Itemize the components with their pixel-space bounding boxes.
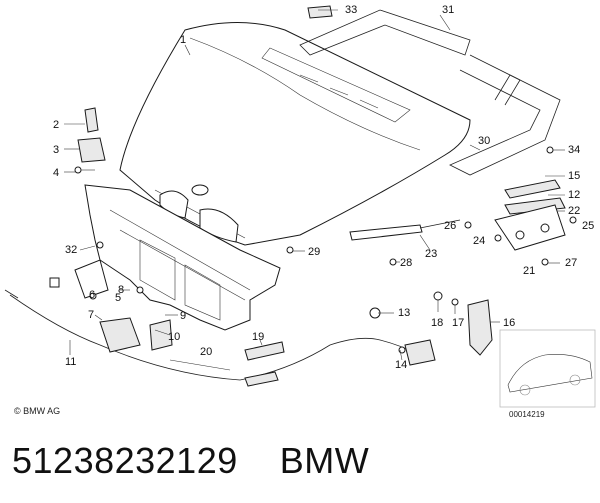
callout-29: 29: [308, 246, 320, 258]
callout-1: 1: [180, 34, 186, 46]
part-caption: 51238232129 BMW: [12, 440, 369, 482]
hinge-parts: [494, 179, 566, 251]
clip-part-33: [307, 5, 333, 19]
callout-30: 30: [478, 135, 490, 147]
callout-22: 22: [568, 205, 580, 217]
reference-code: 00014219: [509, 410, 545, 419]
lock-part-7: [49, 259, 173, 353]
callout-33: 33: [345, 4, 357, 16]
bolt-parts-17-18: [433, 291, 459, 314]
lock-parts-13-14: [369, 307, 436, 366]
callout-2: 2: [53, 119, 59, 131]
release-cable-part: [4, 289, 421, 387]
callout-32: 32: [65, 244, 77, 256]
callout-23: 23: [425, 248, 437, 260]
callout-19: 19: [252, 331, 264, 343]
small-screws: [89, 146, 577, 300]
vehicle-inset: [499, 329, 596, 408]
callout-7: 7: [88, 309, 94, 321]
callout-34: 34: [568, 144, 580, 156]
callout-4: 4: [53, 167, 59, 179]
hood-part: [119, 22, 471, 246]
callout-24: 24: [473, 235, 485, 247]
callout-14: 14: [395, 359, 407, 371]
callout-3: 3: [53, 144, 59, 156]
callout-9: 9: [180, 310, 186, 322]
callout-21: 21: [523, 265, 535, 277]
callout-16: 16: [503, 317, 515, 329]
callout-27: 27: [565, 257, 577, 269]
callout-5: 5: [115, 292, 121, 304]
callout-18: 18: [431, 317, 443, 329]
callout-20: 20: [200, 346, 212, 358]
callout-26: 26: [444, 220, 456, 232]
callout-11: 11: [65, 356, 76, 368]
callout-28: 28: [400, 257, 412, 269]
copyright-text: © BMW AG: [14, 406, 61, 416]
bracket-parts-2-3-4: [74, 107, 106, 174]
callout-leaders: [64, 9, 565, 361]
brand-name: BMW: [279, 440, 370, 481]
callout-10: 10: [168, 331, 180, 343]
parts-diagram: 33 31 1 2 3 4 30 34 15 12 26 25 32 29 24…: [4, 4, 596, 408]
callout-12-upper: 12: [568, 189, 580, 201]
handle-part-16: [467, 299, 493, 356]
lock-carrier-part: [84, 184, 281, 331]
callout-13: 13: [398, 307, 410, 319]
gas-strut-part: [349, 219, 461, 241]
callout-6: 6: [89, 289, 95, 301]
hood-seal-part: [299, 9, 561, 176]
bracket-parts-19-20: [169, 341, 285, 371]
callout-8: 8: [118, 284, 124, 296]
callout-17: 17: [452, 317, 464, 329]
part-number: 51238232129: [12, 440, 238, 481]
callout-31: 31: [442, 4, 454, 16]
callout-15: 15: [568, 170, 580, 182]
callout-25: 25: [582, 220, 594, 232]
